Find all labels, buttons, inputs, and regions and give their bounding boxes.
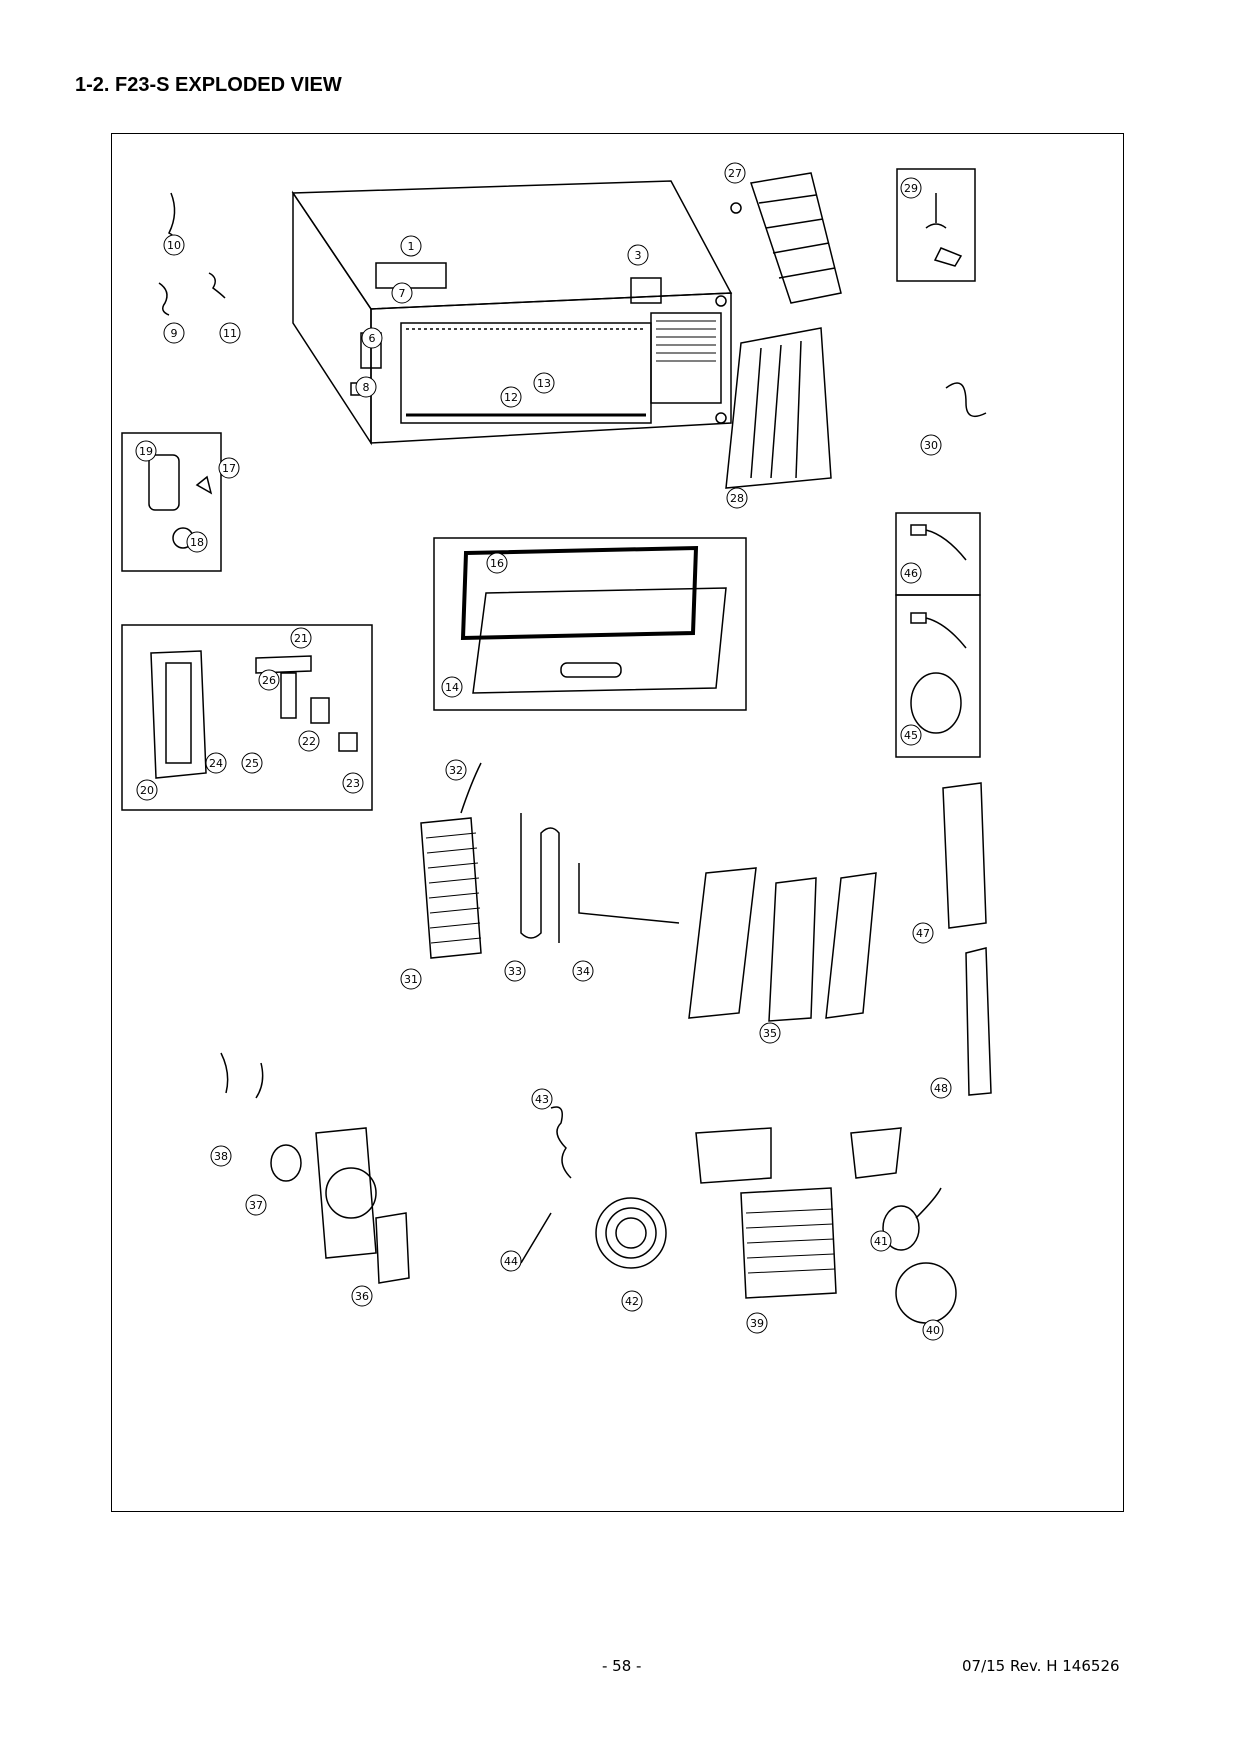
page-number: - 58 - xyxy=(602,1657,642,1675)
callout-46: 46 xyxy=(900,562,922,584)
callout-38: 38 xyxy=(210,1145,232,1167)
callout-20: 20 xyxy=(136,779,158,801)
callout-36: 36 xyxy=(351,1285,373,1307)
callout-number: 46 xyxy=(904,567,918,580)
callouts: 1 3 6 7 8 9 10 11 12 13 14 16 17 18 19 2… xyxy=(135,162,952,1341)
callout-number: 26 xyxy=(262,674,276,687)
callout-16: 16 xyxy=(486,552,508,574)
callout-14: 14 xyxy=(441,676,463,698)
callout-1: 1 xyxy=(400,235,422,257)
callout-number: 48 xyxy=(934,1082,948,1095)
callout-44: 44 xyxy=(500,1250,522,1272)
exploded-view-diagram: 1 3 6 7 8 9 10 11 12 13 14 16 17 18 19 2… xyxy=(121,162,992,1341)
callout-23: 23 xyxy=(342,772,364,794)
callout-40: 40 xyxy=(922,1319,944,1341)
callout-11: 11 xyxy=(219,322,241,344)
callout-number: 14 xyxy=(445,681,459,694)
callout-39: 39 xyxy=(746,1312,768,1334)
callout-number: 11 xyxy=(223,327,237,340)
callout-45: 45 xyxy=(900,724,922,746)
callout-number: 3 xyxy=(635,249,642,262)
callout-number: 10 xyxy=(167,239,181,252)
callout-6: 6 xyxy=(361,327,383,349)
callout-number: 23 xyxy=(346,777,360,790)
callout-number: 38 xyxy=(214,1150,228,1163)
callout-12: 12 xyxy=(500,386,522,408)
callout-number: 20 xyxy=(140,784,154,797)
callout-number: 24 xyxy=(209,757,223,770)
callout-number: 22 xyxy=(302,735,316,748)
callout-22: 22 xyxy=(298,730,320,752)
callout-21: 21 xyxy=(290,627,312,649)
callout-37: 37 xyxy=(245,1194,267,1216)
callout-10: 10 xyxy=(163,234,185,256)
callout-27: 27 xyxy=(724,162,746,184)
callout-number: 37 xyxy=(249,1199,263,1212)
callout-number: 45 xyxy=(904,729,918,742)
callout-13: 13 xyxy=(533,372,555,394)
callout-43: 43 xyxy=(531,1088,553,1110)
callout-number: 6 xyxy=(369,332,376,345)
callout-29: 29 xyxy=(900,177,922,199)
grille-drawing xyxy=(725,327,832,489)
callout-number: 31 xyxy=(404,973,418,986)
callout-3: 3 xyxy=(627,244,649,266)
callout-26: 26 xyxy=(258,669,280,691)
diagram-frame xyxy=(111,133,1124,1512)
callout-number: 44 xyxy=(504,1255,518,1268)
callout-number: 32 xyxy=(449,764,463,777)
callout-number: 39 xyxy=(750,1317,764,1330)
callout-32: 32 xyxy=(445,759,467,781)
callout-8: 8 xyxy=(355,376,377,398)
callout-48: 48 xyxy=(930,1077,952,1099)
callout-number: 29 xyxy=(904,182,918,195)
callout-number: 16 xyxy=(490,557,504,570)
callout-number: 8 xyxy=(363,381,370,394)
callout-35: 35 xyxy=(759,1022,781,1044)
callout-7: 7 xyxy=(391,282,413,304)
callout-number: 33 xyxy=(508,965,522,978)
callout-33: 33 xyxy=(504,960,526,982)
callout-number: 13 xyxy=(537,377,551,390)
callout-number: 1 xyxy=(408,240,415,253)
cabinet-drawing xyxy=(291,180,742,446)
callout-number: 36 xyxy=(355,1290,369,1303)
callout-42: 42 xyxy=(621,1290,643,1312)
callout-28: 28 xyxy=(726,487,748,509)
callout-number: 19 xyxy=(139,445,153,458)
callout-31: 31 xyxy=(400,968,422,990)
callout-number: 30 xyxy=(924,439,938,452)
callout-47: 47 xyxy=(912,922,934,944)
callout-number: 25 xyxy=(245,757,259,770)
callout-number: 12 xyxy=(504,391,518,404)
louver-drawing xyxy=(750,172,842,304)
callout-number: 9 xyxy=(171,327,178,340)
callout-41: 41 xyxy=(870,1230,892,1252)
callout-number: 7 xyxy=(399,287,406,300)
callout-number: 17 xyxy=(222,462,236,475)
callout-number: 34 xyxy=(576,965,590,978)
callout-number: 43 xyxy=(535,1093,549,1106)
callout-17: 17 xyxy=(218,457,240,479)
callout-19: 19 xyxy=(135,440,157,462)
callout-18: 18 xyxy=(186,531,208,553)
callout-number: 40 xyxy=(926,1324,940,1337)
callout-number: 47 xyxy=(916,927,930,940)
revision-info: 07/15 Rev. H 146526 xyxy=(962,1657,1120,1675)
callout-34: 34 xyxy=(572,960,594,982)
callout-number: 41 xyxy=(874,1235,888,1248)
callout-9: 9 xyxy=(163,322,185,344)
page-title: 1-2. F23-S EXPLODED VIEW xyxy=(75,74,342,96)
callout-24: 24 xyxy=(205,752,227,774)
callout-number: 27 xyxy=(728,167,742,180)
callout-number: 21 xyxy=(294,632,308,645)
callout-number: 35 xyxy=(763,1027,777,1040)
callout-number: 28 xyxy=(730,492,744,505)
callout-number: 42 xyxy=(625,1295,639,1308)
callout-number: 18 xyxy=(190,536,204,549)
callout-25: 25 xyxy=(241,752,263,774)
callout-30: 30 xyxy=(920,434,942,456)
